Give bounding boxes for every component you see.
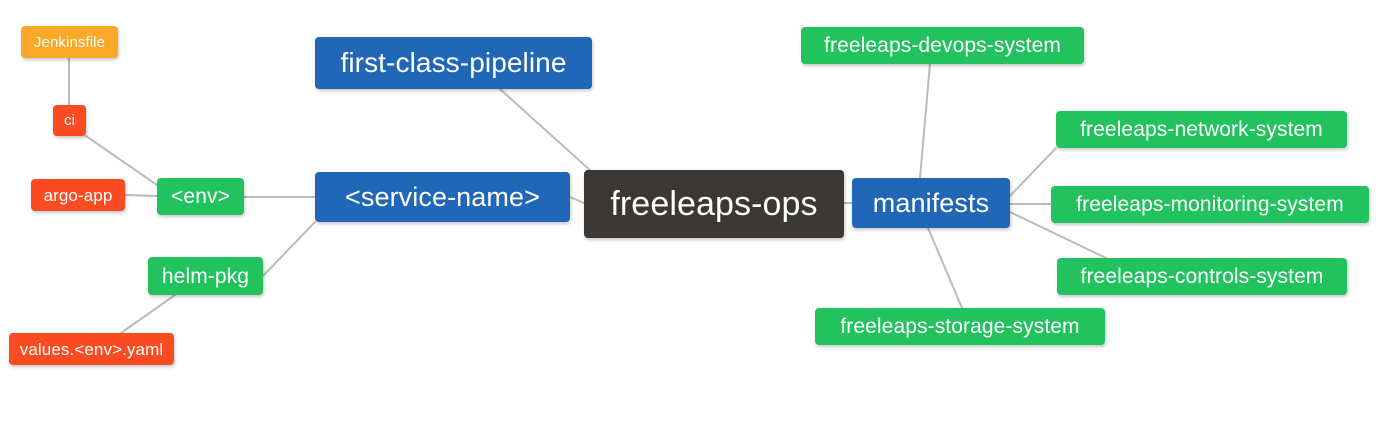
node-freeleaps-network-system[interactable]: freeleaps-network-system — [1056, 111, 1347, 148]
node-manifests[interactable]: manifests — [852, 178, 1010, 228]
node-freeleaps-devops-system[interactable]: freeleaps-devops-system — [801, 27, 1084, 64]
node-values-env-yaml[interactable]: values.<env>.yaml — [9, 333, 174, 365]
edge-env-to-ci — [85, 135, 158, 186]
node-label-freeleaps-devops-system: freeleaps-devops-system — [824, 34, 1061, 57]
edge-manifests-to-freeleaps-network-system — [1009, 147, 1057, 197]
node-label-service-name: <service-name> — [345, 181, 540, 212]
node-label-first-class-pipeline: first-class-pipeline — [340, 47, 567, 78]
node-freeleaps-controls-system[interactable]: freeleaps-controls-system — [1057, 258, 1347, 295]
node-label-helm-pkg: helm-pkg — [161, 264, 250, 288]
edge-manifests-to-freeleaps-storage-system — [927, 227, 963, 309]
edge-manifests-to-freeleaps-devops-system — [919, 63, 931, 179]
edge-env-to-argo-app — [124, 194, 158, 197]
node-label-jenkinsfile: Jenkinsfile — [33, 33, 106, 51]
node-freeleaps-storage-system[interactable]: freeleaps-storage-system — [815, 308, 1105, 345]
node-freeleaps-ops[interactable]: freeleaps-ops — [584, 170, 844, 238]
edge-freeleaps-ops-to-service-name — [569, 196, 585, 204]
node-jenkinsfile[interactable]: Jenkinsfile — [21, 26, 118, 58]
node-service-name[interactable]: <service-name> — [315, 172, 570, 222]
node-label-argo-app: argo-app — [43, 185, 113, 205]
edge-service-name-to-helm-pkg — [262, 221, 316, 277]
node-label-ci: ci — [63, 112, 76, 129]
node-label-freeleaps-ops: freeleaps-ops — [610, 185, 818, 223]
edge-helm-pkg-to-values-env-yaml — [120, 294, 176, 334]
node-label-env: <env> — [171, 185, 230, 208]
node-label-manifests: manifests — [872, 187, 990, 218]
node-first-class-pipeline[interactable]: first-class-pipeline — [315, 37, 592, 89]
edge-freeleaps-ops-to-first-class-pipeline — [499, 88, 593, 173]
node-argo-app[interactable]: argo-app — [31, 179, 125, 211]
node-label-freeleaps-storage-system: freeleaps-storage-system — [840, 315, 1080, 338]
node-env[interactable]: <env> — [157, 178, 244, 215]
node-helm-pkg[interactable]: helm-pkg — [148, 257, 263, 295]
node-freeleaps-monitoring-system[interactable]: freeleaps-monitoring-system — [1051, 186, 1369, 223]
node-label-values-env-yaml: values.<env>.yaml — [19, 339, 164, 359]
node-label-freeleaps-network-system: freeleaps-network-system — [1080, 118, 1323, 141]
node-label-freeleaps-monitoring-system: freeleaps-monitoring-system — [1076, 193, 1344, 216]
node-label-freeleaps-controls-system: freeleaps-controls-system — [1080, 265, 1324, 288]
node-ci[interactable]: ci — [53, 105, 86, 136]
